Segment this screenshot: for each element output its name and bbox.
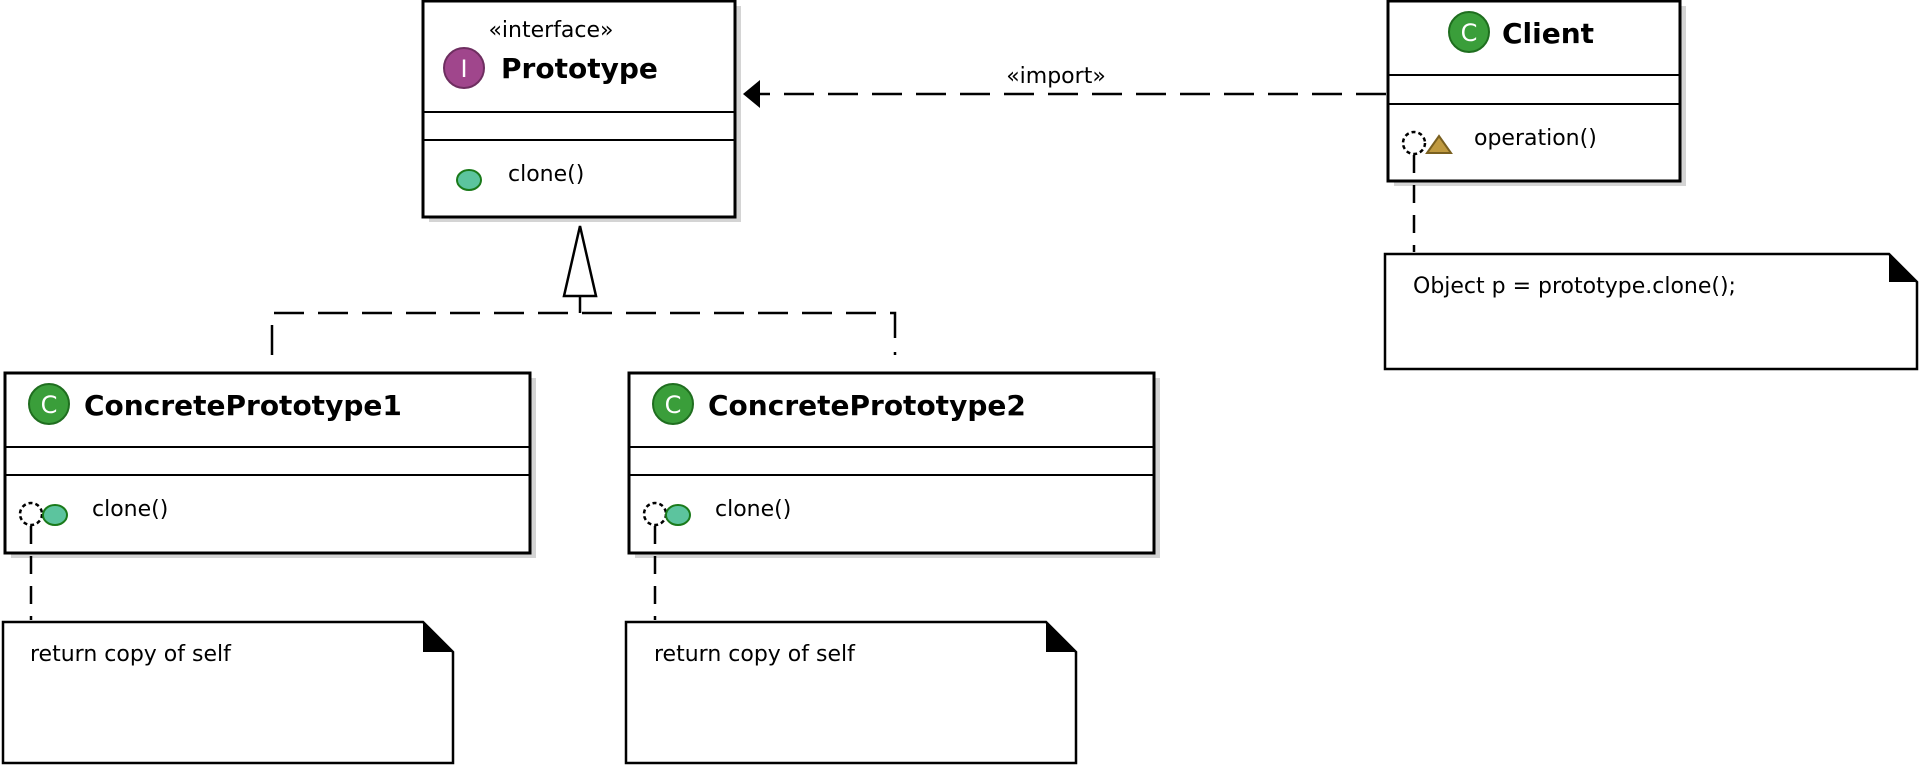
- import-dependency: «import»: [743, 64, 1386, 108]
- concrete-prototype1-class[interactable]: C ConcretePrototype1 clone(): [3, 371, 536, 558]
- concrete1-badge-letter: C: [41, 391, 58, 419]
- concrete1-name: ConcretePrototype1: [84, 389, 402, 422]
- concrete2-note-box: [624, 620, 1078, 765]
- client-note-box: [1383, 252, 1919, 371]
- concrete1-note-text: return copy of self: [30, 642, 232, 667]
- note-corner-icon: [1046, 622, 1076, 652]
- protected-method-icon: [1425, 134, 1453, 154]
- class-badge-icon: [1448, 11, 1490, 53]
- prototype-class[interactable]: «interface» I Prototype clone(): [421, 0, 741, 222]
- client-method: operation(): [1474, 126, 1597, 151]
- concrete2-note[interactable]: return copy of self: [624, 526, 1078, 765]
- import-label: «import»: [1006, 64, 1106, 89]
- concrete2-note-text: return copy of self: [654, 642, 856, 667]
- concrete1-note[interactable]: return copy of self: [1, 526, 455, 765]
- method-anchor-icon: [642, 501, 668, 527]
- concrete2-badge-letter: C: [665, 391, 682, 419]
- prototype-name: Prototype: [501, 52, 658, 85]
- method-anchor-icon: [18, 501, 44, 527]
- concrete-prototype2-class[interactable]: C ConcretePrototype2 clone(): [627, 371, 1160, 558]
- class-badge-icon: [28, 383, 70, 425]
- dependency-arrow-icon: [743, 80, 760, 108]
- public-method-icon: [456, 169, 482, 191]
- concrete1-method: clone(): [92, 497, 168, 522]
- class-badge-icon: [652, 383, 694, 425]
- client-class[interactable]: C Client operation(): [1386, 0, 1686, 186]
- concrete2-name: ConcretePrototype2: [708, 389, 1026, 422]
- prototype-stereotype: «interface»: [488, 18, 613, 43]
- realization-links: [270, 225, 897, 355]
- concrete2-method: clone(): [715, 497, 791, 522]
- concrete1-note-box: [1, 620, 455, 765]
- client-note-text: Object p = prototype.clone();: [1413, 274, 1736, 299]
- client-note[interactable]: Object p = prototype.clone();: [1383, 155, 1919, 371]
- concrete2-box: [627, 371, 1156, 555]
- public-method-icon: [665, 504, 691, 526]
- realization-dashed-line: [270, 311, 897, 355]
- client-name: Client: [1502, 17, 1594, 50]
- note-corner-icon: [1889, 254, 1917, 282]
- prototype-method: clone(): [508, 162, 584, 187]
- method-anchor-icon: [1401, 130, 1427, 156]
- inheritance-arrow-icon: [562, 225, 598, 298]
- note-corner-icon: [423, 622, 453, 652]
- interface-badge-icon: [443, 47, 485, 89]
- prototype-badge-letter: I: [460, 55, 467, 83]
- public-method-icon: [42, 504, 68, 526]
- concrete1-box: [3, 371, 532, 555]
- client-badge-letter: C: [1461, 19, 1478, 47]
